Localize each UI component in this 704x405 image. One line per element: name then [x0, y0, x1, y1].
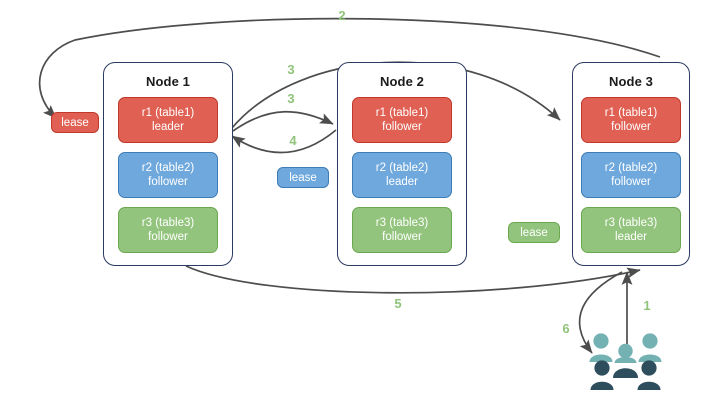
arrow-step-3-short: [232, 110, 334, 132]
replica-role: leader: [615, 231, 647, 243]
replica-role: follower: [611, 176, 651, 188]
replica-name: r2 (table2): [375, 162, 429, 174]
node-title: Node 1: [146, 74, 190, 89]
replica-role: follower: [148, 176, 188, 188]
replica-r1[interactable]: r1 (table1) follower: [581, 97, 681, 143]
replica-name: r3 (table3): [604, 217, 658, 229]
replica-r3[interactable]: r3 (table3) leader: [581, 207, 681, 253]
replica-name: r1 (table1): [141, 107, 195, 119]
replica-r2[interactable]: r2 (table2) follower: [118, 152, 218, 198]
lease-badge-blue[interactable]: lease: [277, 167, 329, 188]
users-icon: [589, 333, 662, 390]
lease-badge-green[interactable]: lease: [508, 222, 560, 243]
replica-name: r2 (table2): [604, 162, 658, 174]
replica-r2[interactable]: r2 (table2) leader: [352, 152, 452, 198]
arrow-step-5: [185, 265, 641, 294]
replica-r2[interactable]: r2 (table2) follower: [581, 152, 681, 198]
replica-role: leader: [386, 176, 418, 188]
step-label-3-lower: 3: [287, 91, 295, 106]
replica-r3[interactable]: r3 (table3) follower: [118, 207, 218, 253]
replica-name: r1 (table1): [375, 107, 429, 119]
node-box-3: Node 3 r1 (table1) follower r2 (table2) …: [572, 62, 690, 266]
replica-r1[interactable]: r1 (table1) leader: [118, 97, 218, 143]
lease-badge-red[interactable]: lease: [51, 112, 99, 133]
replica-name: r3 (table3): [375, 217, 429, 229]
replica-name: r2 (table2): [141, 162, 195, 174]
node-box-1: Node 1 r1 (table1) leader r2 (table2) fo…: [103, 62, 233, 266]
replica-role: follower: [382, 231, 422, 243]
replica-r1[interactable]: r1 (table1) follower: [352, 97, 452, 143]
replica-name: r3 (table3): [141, 217, 195, 229]
replica-role: follower: [611, 121, 651, 133]
replica-role: follower: [148, 231, 188, 243]
node-title: Node 3: [609, 74, 653, 89]
step-label-3-upper: 3: [287, 62, 295, 77]
step-label-1: 1: [643, 298, 651, 313]
replica-role: leader: [152, 121, 184, 133]
step-label-2: 2: [338, 8, 346, 23]
step-label-4: 4: [289, 133, 297, 148]
step-label-5: 5: [394, 296, 402, 311]
replica-name: r1 (table1): [604, 107, 658, 119]
replica-r3[interactable]: r3 (table3) follower: [352, 207, 452, 253]
node-box-2: Node 2 r1 (table1) follower r2 (table2) …: [337, 62, 467, 266]
node-title: Node 2: [380, 74, 424, 89]
replica-role: follower: [382, 121, 422, 133]
step-label-6: 6: [562, 321, 570, 336]
